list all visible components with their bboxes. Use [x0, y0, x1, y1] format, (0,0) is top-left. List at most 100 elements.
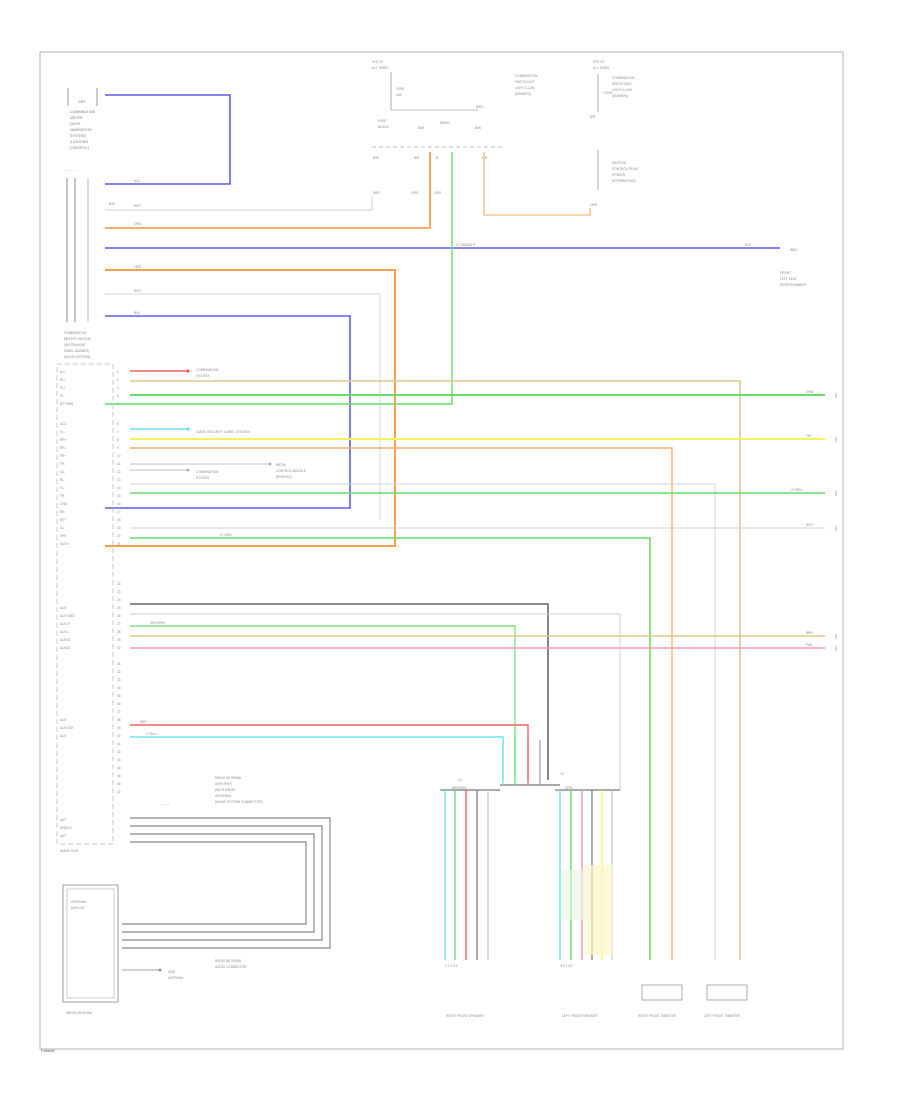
audio-unit-module: COMBINATION METER LIGHTING (INSTRUMENT P…: [56, 331, 114, 853]
junction-connector-left: JC BRN/ORN: [440, 778, 500, 960]
svg-text:23: 23: [117, 590, 121, 594]
svg-text:(WITH: (WITH: [70, 122, 81, 126]
svg-text:ORG: ORG: [134, 265, 142, 269]
svg-text:GRN: GRN: [806, 390, 814, 394]
diagram-border: [39, 51, 844, 1050]
svg-text:17: 17: [117, 510, 121, 514]
svg-text:16: 16: [117, 502, 121, 506]
svg-text:FUSE: FUSE: [604, 91, 613, 95]
svg-text:CONTROL): CONTROL): [70, 146, 89, 150]
svg-text:45: 45: [117, 774, 121, 778]
svg-text:20: 20: [117, 534, 121, 538]
svg-text:(AUDIO SYSTEM CONNECTOR): (AUDIO SYSTEM CONNECTOR): [215, 800, 263, 804]
svg-text:26: 26: [117, 614, 121, 618]
svg-text:(POWER: (POWER: [612, 173, 626, 177]
svg-text:B/R: B/R: [590, 115, 596, 119]
svg-text:36: 36: [117, 702, 121, 706]
svg-text:ALL TIMES: ALL TIMES: [372, 66, 388, 70]
svg-text:FUSE: FUSE: [378, 119, 387, 123]
svg-text:ILL-: ILL-: [60, 470, 66, 474]
svg-text:AUDIO: AUDIO: [60, 638, 71, 642]
svg-text:MUTE: MUTE: [60, 542, 69, 546]
svg-text:33: 33: [117, 678, 121, 682]
svg-text:NAVIGATION: NAVIGATION: [70, 128, 92, 132]
svg-text:ORG: ORG: [411, 191, 419, 195]
module-pin-numbers: 1 2 3 4 5 6 7 8 9 10 11 12 13 14 15 16 1…: [117, 370, 121, 794]
svg-text:38: 38: [117, 718, 121, 722]
svg-text:ILL: ILL: [60, 526, 65, 530]
svg-text:10: 10: [117, 454, 121, 458]
svg-text:ANTENNA: ANTENNA: [168, 976, 184, 980]
svg-text:37: 37: [117, 710, 121, 714]
svg-text:(INSTRUMENT: (INSTRUMENT: [64, 343, 86, 347]
svg-text:BLU: BLU: [134, 311, 141, 315]
svg-text:CONTROL MODULE: CONTROL MODULE: [276, 469, 306, 473]
main-module-label: AUDIO UNIT: [60, 849, 78, 853]
svg-text:B/T+: B/T+: [60, 518, 67, 522]
svg-text:GRY/ORN: GRY/ORN: [150, 621, 166, 625]
svg-text:BRN: BRN: [806, 631, 813, 635]
svg-text:12: 12: [117, 470, 121, 474]
svg-text:6: 6: [117, 422, 119, 426]
svg-text:HOT AT: HOT AT: [372, 60, 383, 64]
speaker-right-front: 3 2 1 4 5 RIGHT FRONT SPEAKER: [445, 964, 484, 1018]
svg-text:PANEL DIMMER): PANEL DIMMER): [64, 349, 89, 353]
svg-text:ANTENNA): ANTENNA): [215, 794, 231, 798]
footer-code: F#####: [41, 1048, 55, 1053]
tweeter-right: RIGHT FRONT TWEETER: [638, 984, 683, 1018]
svg-text:SPK: SPK: [60, 534, 67, 538]
antenna-harness: RADIO ANTENNA AMPLIFIER (WITH RADIO ANTE…: [122, 776, 331, 969]
svg-text:BLU: BLU: [745, 243, 752, 247]
module-pin-labels: ILL+ RL+ FL+ FL- B/T PWR ACC FL- RR+ RR-…: [60, 370, 75, 838]
svg-text:43: 43: [117, 758, 121, 762]
svg-text:35: 35: [117, 694, 121, 698]
svg-text:8: 8: [117, 438, 119, 442]
svg-text:18: 18: [117, 518, 121, 522]
svg-text:(REMOTE): (REMOTE): [276, 475, 292, 479]
svg-text:B/W: B/W: [373, 156, 379, 160]
right-front-speaker-label: RIGHT FRONT SPEAKER: [446, 1014, 484, 1018]
svg-text:FR: FR: [60, 494, 65, 498]
svg-text:B/W: B/W: [418, 126, 424, 130]
svg-text:AUX L: AUX L: [60, 630, 69, 634]
svg-text:WHT: WHT: [373, 191, 380, 195]
svg-text:COMBINATION: COMBINATION: [196, 368, 219, 372]
svg-text:ANT: ANT: [60, 834, 66, 838]
svg-text:5: 5: [117, 402, 119, 406]
svg-text:COMBINATION: COMBINATION: [612, 76, 635, 80]
svg-text:LIGHT ILLUM: LIGHT ILLUM: [515, 86, 535, 90]
svg-text:40: 40: [117, 734, 121, 738]
svg-text:RADIO ANTENNA: RADIO ANTENNA: [215, 776, 242, 780]
svg-text:22: 22: [117, 582, 121, 586]
svg-text:24: 24: [117, 598, 121, 602]
svg-text:COMBINATION: COMBINATION: [515, 74, 538, 78]
svg-text:41: 41: [117, 742, 121, 746]
svg-text:29: 29: [117, 638, 121, 642]
svg-text:ILL+: ILL+: [60, 370, 66, 374]
svg-text:FL-: FL-: [60, 394, 65, 398]
svg-text:GND: GND: [60, 502, 68, 506]
svg-text:WB1: WB1: [790, 248, 797, 252]
svg-text:- - - - - -: - - - - - -: [64, 168, 77, 172]
svg-text:ORG: ORG: [134, 222, 142, 226]
svg-text:30: 30: [117, 646, 121, 650]
svg-text:FR-: FR-: [60, 462, 65, 466]
svg-text:14: 14: [117, 486, 121, 490]
svg-text:(AUDIO SYSTEM): (AUDIO SYSTEM): [64, 355, 90, 359]
svg-text:42: 42: [117, 750, 121, 754]
svg-text:HOT AT: HOT AT: [593, 60, 604, 64]
svg-text:11: 11: [117, 462, 121, 466]
svg-text:3 2 1 4 5: 3 2 1 4 5: [560, 964, 573, 968]
svg-text:GRN: GRN: [565, 786, 573, 790]
svg-text:LT BLU: LT BLU: [146, 732, 157, 736]
svg-text:AUX R: AUX R: [60, 622, 70, 626]
svg-text:1: 1: [117, 370, 119, 374]
svg-text:15: 15: [117, 494, 121, 498]
svg-text:MODULE: MODULE: [71, 906, 85, 910]
svg-text:DISTRIBUTION): DISTRIBUTION): [612, 179, 636, 183]
svg-text:WHT: WHT: [134, 289, 141, 293]
svg-text:AUDIO CONNECTOR: AUDIO CONNECTOR: [215, 965, 247, 969]
svg-text:LT GRN: LT GRN: [790, 488, 802, 492]
svg-text:44: 44: [117, 766, 121, 770]
fuse-block-right: COMBINATION SWITCH (INT LIGHT ILLUM (DIM…: [515, 60, 639, 207]
